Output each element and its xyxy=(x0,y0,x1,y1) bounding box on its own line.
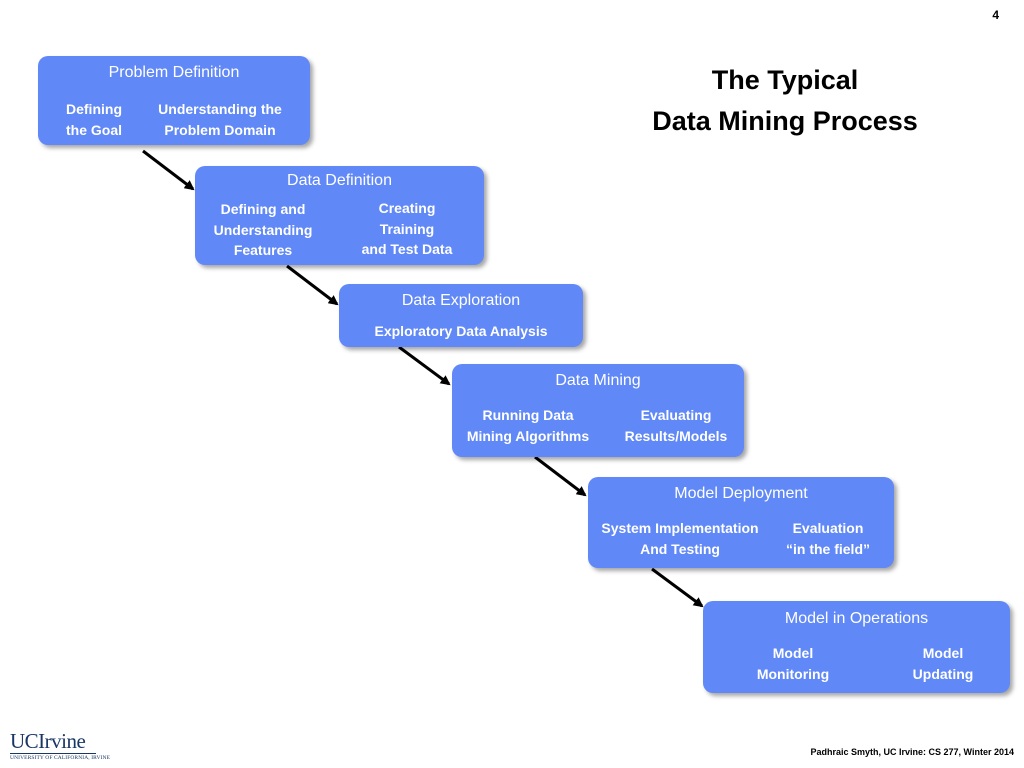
step-item: System Implementation And Testing xyxy=(601,520,759,557)
step-heading: Data Exploration xyxy=(401,292,521,309)
logo-divider xyxy=(10,753,96,754)
title-line-1: The Typical xyxy=(711,65,859,95)
step-item: Evaluating Results/Models xyxy=(624,407,728,444)
step-item: Evaluation “in the field” xyxy=(786,520,870,557)
slide-number: 4 xyxy=(992,8,999,22)
step-item: Running Data Mining Algorithms xyxy=(466,407,590,444)
step-data-definition: Data Definition Defining and Understandi… xyxy=(195,166,484,265)
arrow-2 xyxy=(286,264,339,306)
step-heading: Data Mining xyxy=(555,372,641,389)
arrow-5 xyxy=(651,567,704,608)
arrow-3 xyxy=(398,345,451,386)
arrow-1 xyxy=(142,149,195,191)
title-line-2: Data Mining Process xyxy=(652,106,918,136)
logo-name: UCIrvine xyxy=(10,729,86,753)
step-item: Defining and Understanding Features xyxy=(213,201,313,258)
logo-subtitle: UNIVERSITY OF CALIFORNIA, IRVINE xyxy=(10,755,111,761)
footer-credit: Padhraic Smyth, UC Irvine: CS 277, Winte… xyxy=(810,747,1015,757)
step-heading: Model Deployment xyxy=(674,485,808,502)
step-model-in-operations: Model in Operations Model Monitoring Mod… xyxy=(703,601,1010,693)
step-heading: Model in Operations xyxy=(784,610,929,627)
step-item: Understanding the Problem Domain xyxy=(158,101,282,138)
step-problem-definition: Problem Definition Defining the Goal Und… xyxy=(38,56,310,145)
step-item: Model Monitoring xyxy=(756,645,830,682)
step-item: Defining the Goal xyxy=(65,101,122,138)
step-item: Exploratory Data Analysis xyxy=(374,323,548,339)
step-item: Creating Training and Test Data xyxy=(361,200,453,257)
step-heading: Problem Definition xyxy=(108,64,240,81)
step-heading: Data Definition xyxy=(287,172,392,189)
uc-irvine-logo: UCIrvine UNIVERSITY OF CALIFORNIA, IRVIN… xyxy=(10,729,111,762)
arrow-4 xyxy=(534,455,587,497)
step-data-mining: Data Mining Running Data Mining Algorith… xyxy=(452,364,744,457)
step-item: Model Updating xyxy=(912,645,974,682)
slide-title: The Typical Data Mining Process xyxy=(630,60,940,142)
step-model-deployment: Model Deployment System Implementation A… xyxy=(588,477,894,568)
step-data-exploration: Data Exploration Exploratory Data Analys… xyxy=(339,284,583,347)
